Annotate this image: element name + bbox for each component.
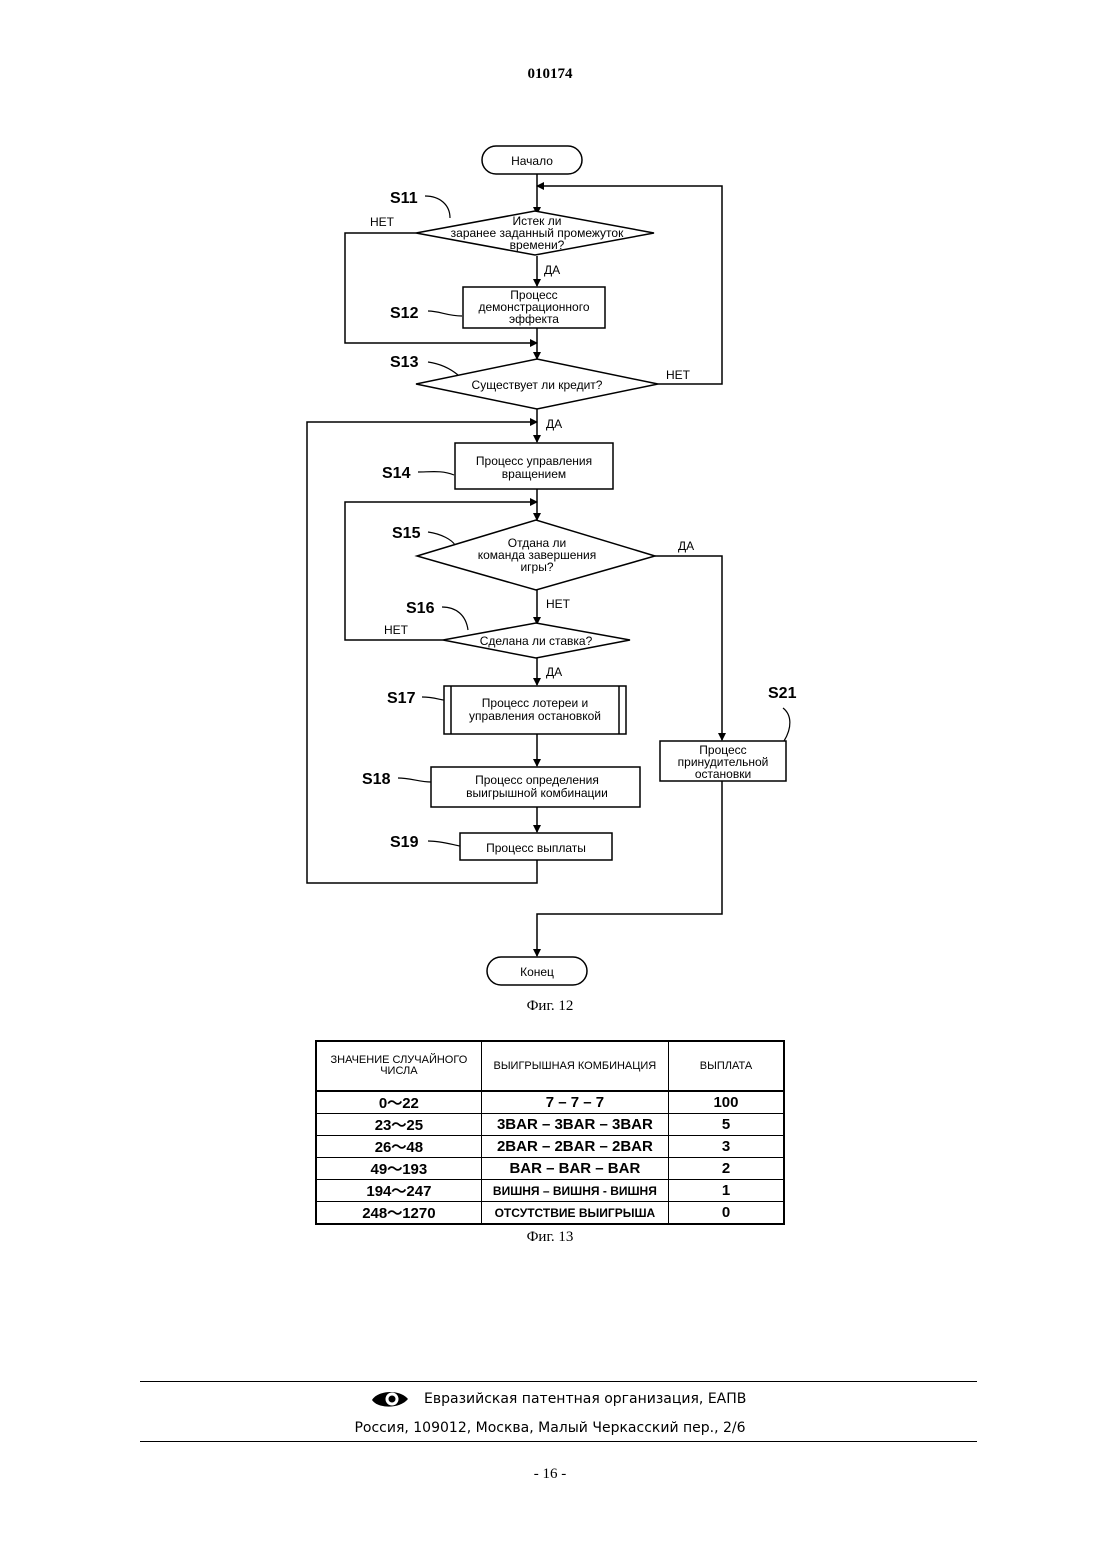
header-winning-combination: ВЫИГРЫШНАЯ КОМБИНАЦИЯ bbox=[481, 1041, 668, 1091]
table-row: 194～247 ВИШНЯ – ВИШНЯ - ВИШНЯ 1 bbox=[316, 1180, 784, 1202]
step-label-s15: S15 bbox=[392, 525, 421, 542]
start-text: Начало bbox=[511, 154, 553, 168]
step-label-s11: S11 bbox=[390, 190, 418, 207]
table-row: 23～25 3BAR – 3BAR – 3BAR 5 bbox=[316, 1114, 784, 1136]
organization-address: Россия, 109012, Москва, Малый Черкасский… bbox=[0, 1417, 1100, 1439]
organization-name: Евразийская патентная организация, ЕАПВ bbox=[424, 1387, 746, 1411]
cell-range: 49～193 bbox=[316, 1158, 481, 1180]
leader-s17 bbox=[422, 697, 444, 700]
s19-text: Процесс выплаты bbox=[486, 841, 586, 855]
cell-combination: ОТСУТСТВИЕ ВЫИГРЫША bbox=[481, 1202, 668, 1225]
step-label-s14: S14 bbox=[382, 465, 411, 482]
table-row: 49～193 BAR – BAR – BAR 2 bbox=[316, 1158, 784, 1180]
page-number: - 16 - bbox=[0, 1466, 1100, 1483]
s11-text-line-3: времени? bbox=[510, 238, 565, 252]
s17-text-line-2: управления остановкой bbox=[469, 709, 601, 723]
s11-no-label: НЕТ bbox=[370, 215, 395, 229]
s11-yes-label: ДА bbox=[544, 263, 560, 277]
eapo-logo-icon bbox=[370, 1387, 410, 1411]
leader-s18 bbox=[398, 778, 431, 782]
s21-text-line-3: остановки bbox=[695, 767, 751, 781]
s13-yes-label: ДА bbox=[546, 417, 562, 431]
footer-divider-top bbox=[140, 1381, 977, 1382]
cell-combination: 7 – 7 – 7 bbox=[481, 1091, 668, 1114]
cell-combination: 2BAR – 2BAR – 2BAR bbox=[481, 1136, 668, 1158]
cell-combination: ВИШНЯ – ВИШНЯ - ВИШНЯ bbox=[481, 1180, 668, 1202]
header-payout: ВЫПЛАТА bbox=[668, 1041, 784, 1091]
footer-organization: Евразийская патентная организация, ЕАПВ bbox=[370, 1387, 870, 1411]
s12-text-line-3: эффекта bbox=[509, 312, 559, 326]
cell-combination: 3BAR – 3BAR – 3BAR bbox=[481, 1114, 668, 1136]
cell-payout: 3 bbox=[668, 1136, 784, 1158]
step-label-s13: S13 bbox=[390, 354, 419, 371]
leader-s13 bbox=[428, 362, 458, 375]
cell-range: 0～22 bbox=[316, 1091, 481, 1114]
step-label-s19: S19 bbox=[390, 834, 419, 851]
cell-range: 248～1270 bbox=[316, 1202, 481, 1225]
cell-combination: BAR – BAR – BAR bbox=[481, 1158, 668, 1180]
footer-divider-bottom bbox=[140, 1441, 977, 1442]
leader-s12 bbox=[428, 311, 462, 316]
connector-s19-loop bbox=[307, 422, 537, 883]
s15-yes-label: ДА bbox=[678, 539, 694, 553]
leader-s15 bbox=[428, 532, 455, 545]
cell-range: 26～48 bbox=[316, 1136, 481, 1158]
step-label-s18: S18 bbox=[362, 771, 391, 788]
end-text: Конец bbox=[520, 965, 554, 979]
figure-12-caption: Фиг. 12 bbox=[0, 998, 1100, 1015]
cell-range: 194～247 bbox=[316, 1180, 481, 1202]
s13-text: Существует ли кредит? bbox=[472, 378, 603, 392]
s17-text-line-1: Процесс лотереи и bbox=[482, 696, 588, 710]
s13-no-label: НЕТ bbox=[666, 368, 691, 382]
cell-payout: 0 bbox=[668, 1202, 784, 1225]
s14-text-line-1: Процесс управления bbox=[476, 454, 592, 468]
s18-text-line-2: выигрышной комбинации bbox=[466, 786, 608, 800]
flowchart-fig12: Начало Конец S11 Истек ли заранее заданн… bbox=[0, 0, 1100, 1000]
leader-s19 bbox=[428, 841, 460, 846]
connector-s15-yes bbox=[655, 556, 722, 740]
leader-s11 bbox=[425, 196, 450, 218]
header-random-value: ЗНАЧЕНИЕ СЛУЧАЙНОГО ЧИСЛА bbox=[316, 1041, 481, 1091]
table-row: 248～1270 ОТСУТСТВИЕ ВЫИГРЫША 0 bbox=[316, 1202, 784, 1225]
cell-range: 23～25 bbox=[316, 1114, 481, 1136]
cell-payout: 1 bbox=[668, 1180, 784, 1202]
s15-text-line-3: игры? bbox=[520, 560, 553, 574]
leader-s16 bbox=[442, 607, 468, 630]
cell-payout: 100 bbox=[668, 1091, 784, 1114]
s14-text-line-2: вращением bbox=[502, 467, 566, 481]
table-row: 0～22 7 – 7 – 7 100 bbox=[316, 1091, 784, 1114]
step-label-s17: S17 bbox=[387, 690, 416, 707]
leader-s14 bbox=[418, 472, 454, 475]
s18-text-line-1: Процесс определения bbox=[475, 773, 599, 787]
s16-no-label: НЕТ bbox=[384, 623, 409, 637]
leader-s21 bbox=[783, 708, 790, 741]
s15-no-label: НЕТ bbox=[546, 597, 571, 611]
s16-text: Сделана ли ставка? bbox=[480, 634, 593, 648]
table-header-row: ЗНАЧЕНИЕ СЛУЧАЙНОГО ЧИСЛА ВЫИГРЫШНАЯ КОМ… bbox=[316, 1041, 784, 1091]
s16-yes-label: ДА bbox=[546, 665, 562, 679]
step-label-s21: S21 bbox=[768, 685, 797, 702]
step-label-s16: S16 bbox=[406, 600, 435, 617]
connector-s13-no bbox=[537, 186, 722, 384]
table-row: 26～48 2BAR – 2BAR – 2BAR 3 bbox=[316, 1136, 784, 1158]
cell-payout: 5 bbox=[668, 1114, 784, 1136]
figure-13-caption: Фиг. 13 bbox=[0, 1229, 1100, 1246]
payout-table: ЗНАЧЕНИЕ СЛУЧАЙНОГО ЧИСЛА ВЫИГРЫШНАЯ КОМ… bbox=[315, 1040, 785, 1225]
step-label-s12: S12 bbox=[390, 305, 419, 322]
cell-payout: 2 bbox=[668, 1158, 784, 1180]
